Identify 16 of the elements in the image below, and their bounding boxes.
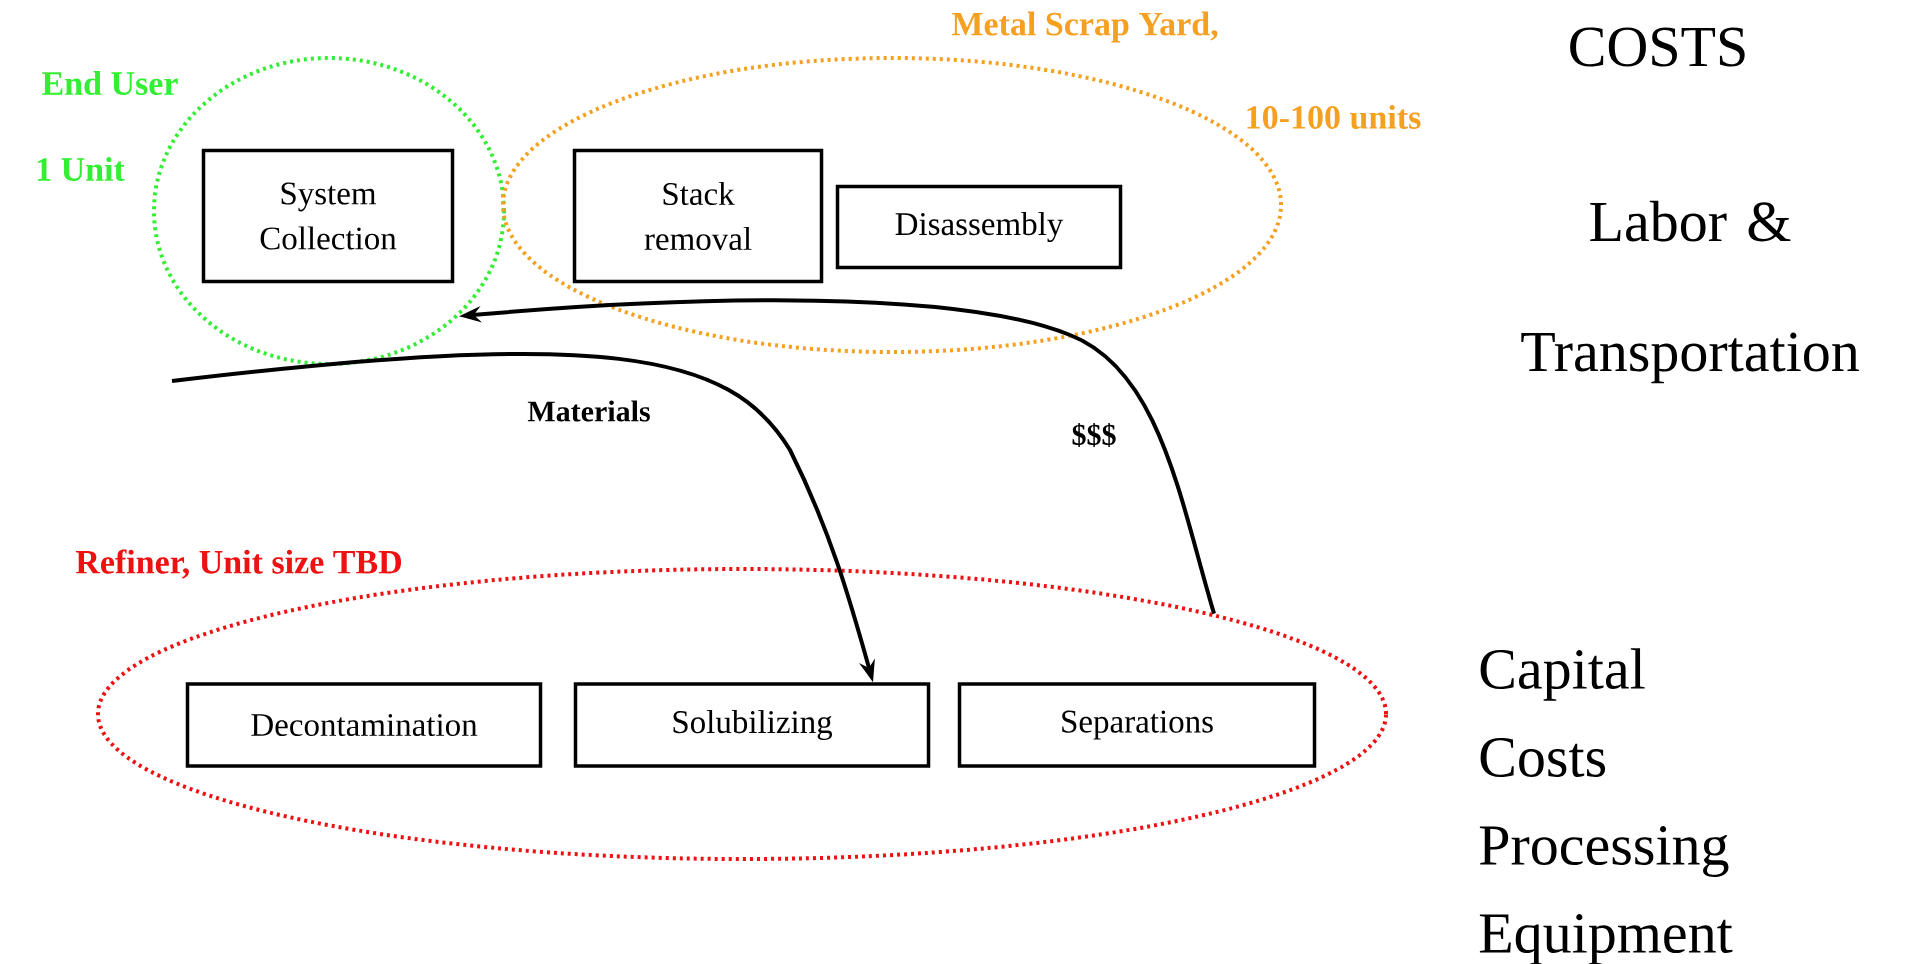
process-box: Decontamination: [185, 682, 543, 768]
edge-label: $$$: [1072, 423, 1116, 447]
process-box: Solubilizing: [573, 682, 931, 768]
process-box: Separations: [957, 682, 1317, 768]
group-heading: Metal Scrap Yard,: [951, 11, 1218, 43]
group-heading: Refiner, Unit size TBD: [75, 549, 402, 579]
edge-label: Materials: [527, 400, 650, 422]
group-heading: End User: [42, 71, 178, 95]
cost-text: Labor & Transportation: [1521, 200, 1859, 384]
process-box: Disassembly: [835, 184, 1123, 270]
cost-text: Capital Costs Processing Equipment: [1479, 648, 1733, 964]
group-heading: 1 Unit: [37, 157, 125, 181]
process-box: Stack removal: [572, 148, 824, 284]
process-box: System Collection: [201, 148, 455, 284]
group-heading: 10-100 units: [1247, 105, 1421, 129]
cost-text: COSTS: [1570, 27, 1745, 67]
